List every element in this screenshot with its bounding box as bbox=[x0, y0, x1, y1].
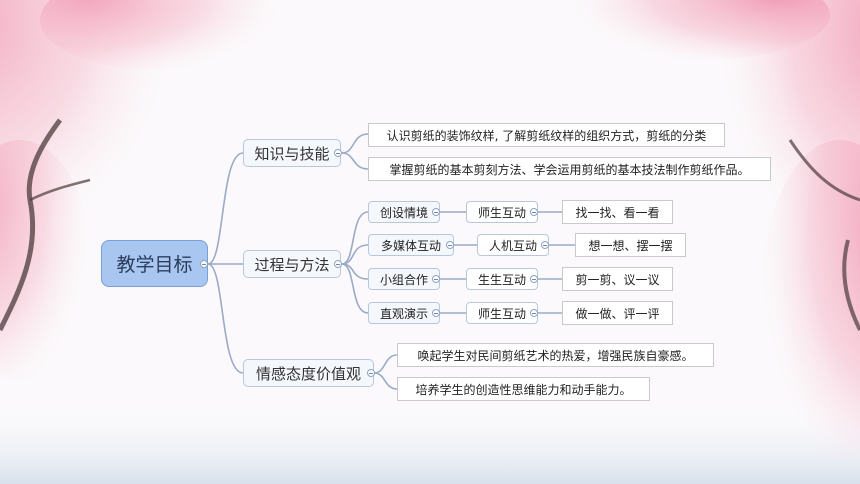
interaction-label: 师生互动 bbox=[477, 306, 526, 321]
activity-node[interactable]: 找一找、看一看 bbox=[562, 200, 673, 224]
branch-process-methods[interactable]: 过程与方法 bbox=[243, 250, 341, 278]
knowledge-item-2[interactable]: 掌握剪纸的基本剪刻方法、学会运用剪纸的基本技法制作剪纸作品。 bbox=[368, 157, 771, 181]
method-collapse-toggle[interactable] bbox=[432, 275, 440, 283]
method-label: 多媒体互动 bbox=[380, 238, 441, 253]
method-label: 直观演示 bbox=[379, 306, 428, 321]
method-node[interactable]: 小组合作 bbox=[368, 268, 440, 290]
emotion-item-1[interactable]: 唤起学生对民间剪纸艺术的热爱，增强民族自豪感。 bbox=[397, 343, 714, 367]
branch-collapse-toggle[interactable] bbox=[334, 149, 342, 157]
activity-node[interactable]: 剪一剪、议一议 bbox=[562, 267, 673, 291]
branch-collapse-toggle[interactable] bbox=[367, 369, 375, 377]
leaf-text: 唤起学生对民间剪纸艺术的热爱，增强民族自豪感。 bbox=[417, 348, 694, 363]
method-node[interactable]: 创设情境 bbox=[368, 201, 440, 223]
root-label: 教学目标 bbox=[116, 254, 193, 276]
leaf-text: 掌握剪纸的基本剪刻方法、学会运用剪纸的基本技法制作剪纸作品。 bbox=[389, 162, 750, 177]
leaf-text: 培养学生的创造性思维能力和动手能力。 bbox=[415, 382, 632, 397]
interaction-collapse-toggle[interactable] bbox=[530, 208, 538, 216]
interaction-collapse-toggle[interactable] bbox=[541, 241, 549, 249]
interaction-label: 人机互动 bbox=[488, 238, 537, 253]
activity-label: 找一找、看一看 bbox=[575, 205, 660, 220]
method-label: 创设情境 bbox=[379, 205, 428, 220]
interaction-collapse-toggle[interactable] bbox=[530, 275, 538, 283]
interaction-node[interactable]: 师生互动 bbox=[466, 201, 538, 223]
root-collapse-toggle[interactable] bbox=[200, 260, 208, 268]
branch-collapse-toggle[interactable] bbox=[334, 260, 342, 268]
activity-label: 想一想、摆一摆 bbox=[588, 238, 673, 253]
branch-knowledge-skills[interactable]: 知识与技能 bbox=[243, 139, 341, 167]
interaction-label: 师生互动 bbox=[477, 205, 526, 220]
interaction-node[interactable]: 师生互动 bbox=[466, 302, 538, 324]
emotion-item-2[interactable]: 培养学生的创造性思维能力和动手能力。 bbox=[397, 377, 650, 401]
method-node[interactable]: 直观演示 bbox=[368, 302, 440, 324]
method-node[interactable]: 多媒体互动 bbox=[368, 234, 454, 256]
activity-node[interactable]: 想一想、摆一摆 bbox=[575, 233, 686, 257]
leaf-text: 认识剪纸的装饰纹样, 了解剪纸纹样的组织方式，剪纸的分类 bbox=[386, 128, 707, 143]
interaction-node[interactable]: 人机互动 bbox=[477, 234, 549, 256]
activity-label: 剪一剪、议一议 bbox=[575, 272, 660, 287]
branch-label: 情感态度价值观 bbox=[255, 364, 361, 383]
method-collapse-toggle[interactable] bbox=[432, 208, 440, 216]
activity-label: 做一做、评一评 bbox=[575, 306, 660, 321]
branch-emotion-values[interactable]: 情感态度价值观 bbox=[243, 359, 374, 387]
method-collapse-toggle[interactable] bbox=[432, 309, 440, 317]
branch-label: 知识与技能 bbox=[254, 144, 330, 163]
knowledge-item-1[interactable]: 认识剪纸的装饰纹样, 了解剪纸纹样的组织方式，剪纸的分类 bbox=[368, 123, 725, 147]
branch-label: 过程与方法 bbox=[254, 255, 330, 274]
interaction-node[interactable]: 生生互动 bbox=[466, 268, 538, 290]
method-label: 小组合作 bbox=[379, 272, 428, 287]
activity-node[interactable]: 做一做、评一评 bbox=[562, 301, 673, 325]
interaction-label: 生生互动 bbox=[477, 272, 526, 287]
method-collapse-toggle[interactable] bbox=[446, 241, 454, 249]
root-node[interactable]: 教学目标 bbox=[101, 240, 208, 287]
interaction-collapse-toggle[interactable] bbox=[530, 309, 538, 317]
